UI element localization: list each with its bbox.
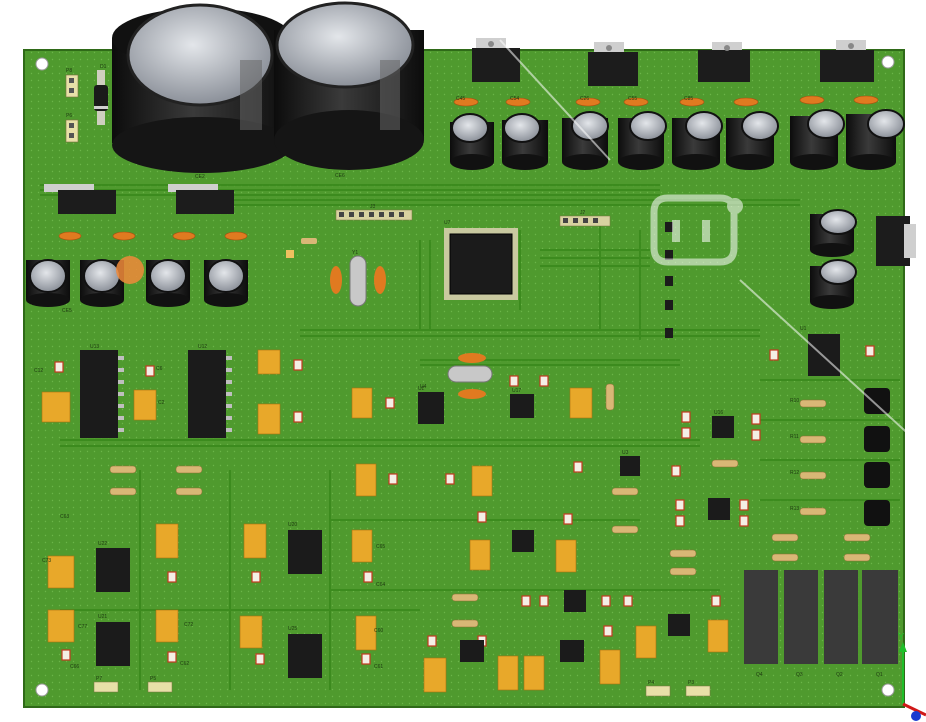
- resistor-small: [286, 238, 317, 258]
- label-c54: C54: [510, 96, 519, 102]
- microcontroller-u7: U7: [444, 220, 518, 300]
- label-ce2: CE2: [195, 174, 205, 180]
- label-c77: C77: [78, 624, 87, 630]
- smd-chips: [54, 345, 875, 665]
- label-u17: U17: [512, 388, 521, 394]
- transistors-right: [864, 388, 890, 526]
- label-ce6: CE6: [335, 173, 345, 179]
- label-c55: C55: [628, 96, 637, 102]
- pin-header-j3: J3: [335, 204, 413, 221]
- regulator: [820, 40, 874, 82]
- axial-resistors: [109, 383, 871, 628]
- soic-ic-u21: U21: [96, 614, 130, 666]
- label-c62: C62: [180, 661, 189, 667]
- regulator-side: [876, 216, 916, 266]
- power-device-q4: Q4: [744, 570, 778, 678]
- label-p3: P3: [688, 680, 694, 686]
- dip-ic-u13: U13: [80, 344, 124, 438]
- label-u22: U22: [98, 541, 107, 547]
- regulator-row-left: [44, 184, 234, 214]
- regulator: [698, 42, 750, 82]
- label-c45: C45: [456, 96, 465, 102]
- label-d1: D1: [100, 64, 107, 70]
- label-u20: U20: [288, 522, 297, 528]
- label-p4: P4: [648, 680, 654, 686]
- crystal-y2: [447, 353, 493, 399]
- soic-ic-u22: U22: [96, 541, 130, 592]
- bulk-capacitor-ce6: CE6: [274, 1, 424, 179]
- glare-lines: [499, 39, 926, 451]
- smd-column-right: [665, 222, 673, 338]
- label-u16: U16: [714, 410, 723, 416]
- label-c60: C60: [374, 628, 383, 634]
- electrolytic-capacitor-row-top: [450, 109, 905, 170]
- label-c72: C72: [184, 622, 193, 628]
- label-r13: R13: [790, 506, 799, 512]
- bulk-capacitor-ce2: CE2: [112, 3, 292, 180]
- label-j3: J3: [370, 204, 376, 210]
- header-p5: P5: [147, 676, 173, 693]
- header-p7: P7: [93, 676, 119, 693]
- header-p8: P8: [65, 68, 79, 98]
- axis-y-label: Y: [897, 632, 905, 643]
- crystal-y1: Y1: [330, 250, 386, 307]
- label-u2: U2: [418, 386, 425, 392]
- label-c26: C26: [580, 96, 589, 102]
- soic-ics: [288, 334, 840, 678]
- label-u4: U4: [420, 384, 427, 390]
- label-p5: P5: [150, 676, 156, 682]
- label-c2: C2: [158, 400, 165, 406]
- header-p3: P3: [685, 680, 711, 697]
- label-ce5: CE5: [62, 308, 72, 314]
- label-q2: Q2: [836, 672, 843, 678]
- regulator-row-top: [472, 38, 874, 86]
- label-q1: Q1: [876, 672, 883, 678]
- label-r10: R10: [790, 398, 799, 404]
- label-c63: C63: [60, 514, 69, 520]
- label-u25: U25: [288, 626, 297, 632]
- dip-ic-u12: U12: [188, 344, 232, 438]
- label-c6: C6: [156, 366, 163, 372]
- label-r11: R11: [790, 434, 799, 440]
- logo-watermark-icon: [650, 194, 743, 266]
- label-q3: Q3: [796, 672, 803, 678]
- label-p7: P7: [96, 676, 102, 682]
- label-q4: Q4: [756, 672, 763, 678]
- mounting-holes: [35, 55, 895, 697]
- label-c64: C64: [376, 582, 385, 588]
- smd-capacitor-row-top: [453, 95, 879, 107]
- label-u13: U13: [90, 344, 99, 350]
- label-c73: C73: [42, 558, 51, 564]
- label-u7: U7: [444, 220, 451, 226]
- power-device-q2: Q2: [824, 570, 858, 678]
- label-c85: C85: [684, 96, 693, 102]
- header-p4: P4: [645, 680, 671, 697]
- label-u3: U3: [622, 450, 629, 456]
- pin-header-j2: J2: [559, 210, 611, 227]
- header-p6: P6: [65, 113, 79, 143]
- power-device-q1: Q1: [862, 570, 898, 678]
- regulator: [588, 42, 638, 86]
- tantalum-capacitors: [41, 349, 729, 693]
- label-u1: U1: [800, 326, 807, 332]
- label-p6: P6: [66, 113, 72, 119]
- electrolytic-capacitor-right: [810, 209, 857, 309]
- label-c66: C66: [70, 664, 79, 670]
- label-j2: J2: [580, 210, 586, 216]
- label-p8: P8: [66, 68, 72, 74]
- smd-capacitor-row-left: [58, 231, 248, 241]
- label-r12: R12: [790, 470, 799, 476]
- led-indicator: [116, 256, 144, 284]
- regulator: [472, 38, 520, 82]
- label-u21: U21: [98, 614, 107, 620]
- label-c65: C65: [376, 544, 385, 550]
- axis-indicator: Y: [897, 632, 926, 721]
- power-device-q3: Q3: [784, 570, 818, 678]
- label-c61: C61: [374, 664, 383, 670]
- label-c12: C12: [34, 368, 43, 374]
- label-u12: U12: [198, 344, 207, 350]
- electrolytic-capacitor-row-left: CE5: [26, 256, 248, 314]
- label-y1: Y1: [352, 250, 358, 256]
